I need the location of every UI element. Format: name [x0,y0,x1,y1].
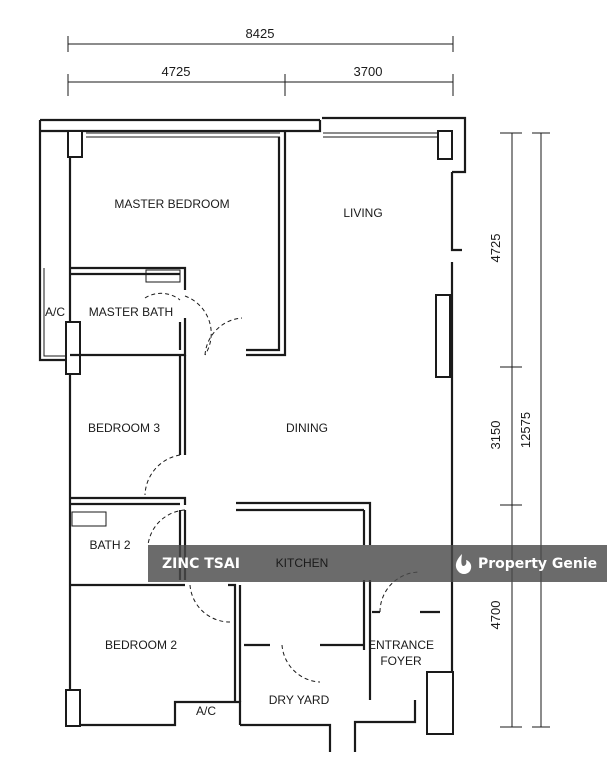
door-swings [144,292,421,683]
label-ac-bottom: A/C [196,704,216,718]
watermark: ZINC TSAI Property Genie [148,545,607,582]
top-dimensions: 8425 4725 3700 [67,26,454,96]
dim-side-middle: 3150 [488,421,503,450]
label-master-bedroom: MASTER BEDROOM [114,197,229,211]
label-dining: DINING [286,421,328,435]
label-bath-2: BATH 2 [89,538,130,552]
label-living: LIVING [343,206,382,220]
side-dimensions: 4725 3150 4700 12575 [488,132,550,728]
watermark-brand: Property Genie [478,556,597,572]
label-bedroom-3: BEDROOM 3 [88,421,160,435]
dim-top-total: 8425 [246,26,275,41]
label-bedroom-2: BEDROOM 2 [105,638,177,652]
label-master-bath: MASTER BATH [89,305,173,319]
dim-top-right: 3700 [354,64,383,79]
label-ac-left: A/C [45,305,65,319]
watermark-agent: ZINC TSAI [162,556,240,572]
dim-top-left: 4725 [162,64,191,79]
label-entrance-foyer-line2: FOYER [380,654,422,668]
dim-side-top: 4725 [488,234,503,263]
watermark-band [148,545,607,582]
property-genie-icon [455,554,472,574]
columns [65,130,454,735]
label-kitchen: KITCHEN [276,556,329,570]
room-labels: MASTER BEDROOM LIVING A/C MASTER BATH BE… [45,197,434,718]
dim-side-total: 12575 [518,412,533,448]
interior-walls [70,131,440,702]
dim-side-bottom: 4700 [488,601,503,630]
label-dry-yard: DRY YARD [269,693,330,707]
label-entrance-foyer-line1: ENTRANCE [368,638,434,652]
